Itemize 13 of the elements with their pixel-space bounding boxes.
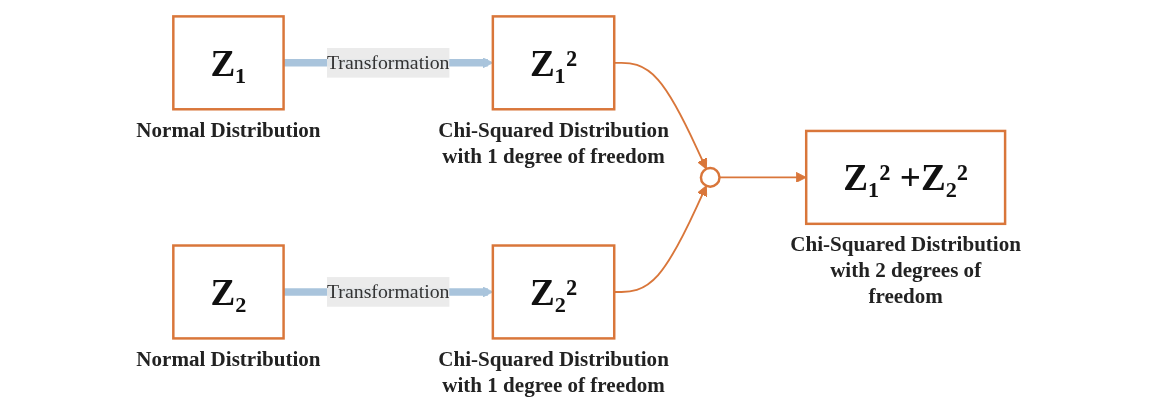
node-box: Z₁ [172, 14, 285, 110]
node-caption: Chi-Squared Distribution with 1 degree of freedom [438, 117, 669, 168]
edge-label: Transformation [326, 280, 450, 302]
node-caption: Chi-Squared Distribution with 1 degree of freedom [438, 346, 669, 397]
node-box: Z₂ [172, 243, 285, 340]
node-circle [699, 166, 721, 188]
node-box: Z₁² +Z₂² [804, 129, 1007, 225]
node-caption: Chi-Squared Distribution with 2 degrees of freedom [790, 231, 1021, 308]
node-box: Z₂² [491, 243, 616, 340]
node-caption: Normal Distribution [136, 117, 321, 141]
edge-label: Transformation [326, 51, 450, 73]
node-box: Z₁² [491, 14, 616, 110]
node-caption: Normal Distribution [136, 346, 321, 371]
